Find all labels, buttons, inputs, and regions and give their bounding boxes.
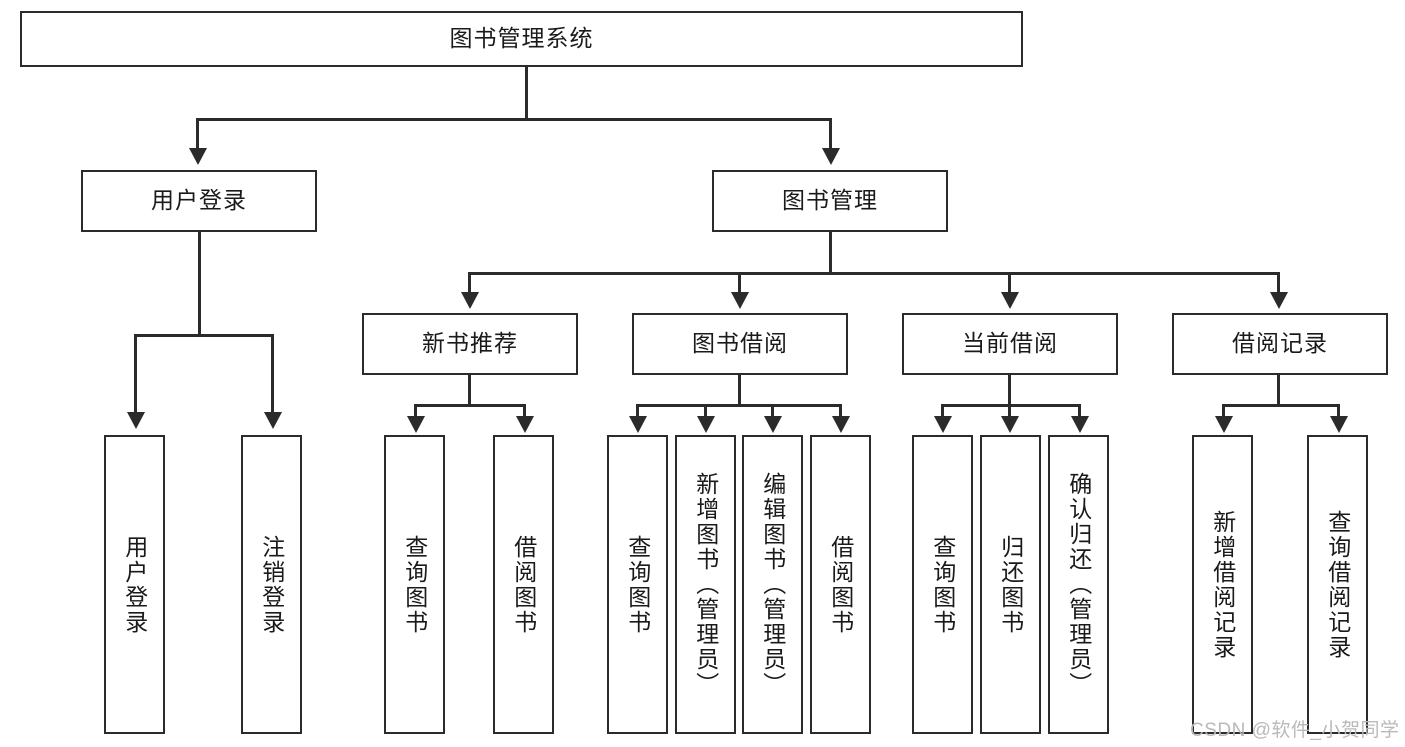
leaf-br-add-record[interactable]: 新增借阅记录: [1192, 435, 1253, 734]
arrow-book-manage: [822, 148, 840, 165]
arrow-new-book: [461, 292, 479, 309]
arrow-leaf-user-login: [127, 412, 145, 429]
leaf-bb-add-book[interactable]: 新增图书（管理员）: [675, 435, 736, 734]
edge-drop-book-borrow: [738, 272, 741, 294]
edge-drop-borrow-record: [1277, 272, 1280, 294]
leaf-nb-borrow-book[interactable]: 借阅图书: [493, 435, 554, 734]
node-label: 查询借阅记录: [1324, 509, 1351, 660]
node-current-borrow[interactable]: 当前借阅: [902, 313, 1118, 375]
node-label: 用户登录: [151, 187, 247, 214]
arrow-cb-confirm: [1071, 416, 1089, 433]
leaf-bb-borrow-book[interactable]: 借阅图书: [810, 435, 871, 734]
node-label: 确认归还（管理员）: [1065, 472, 1092, 697]
leaf-bb-query-book[interactable]: 查询图书: [607, 435, 668, 734]
node-book-manage[interactable]: 图书管理: [712, 170, 948, 232]
edge-drop-bb-add: [704, 404, 707, 418]
arrow-nb-borrow: [516, 416, 534, 433]
node-label: 新书推荐: [422, 330, 518, 357]
edge-drop-bb-edit: [771, 404, 774, 418]
leaf-nb-query-book[interactable]: 查询图书: [384, 435, 445, 734]
node-label: 用户登录: [121, 534, 148, 635]
edge-drop-current-borrow: [1008, 272, 1011, 294]
arrow-br-query: [1330, 416, 1348, 433]
edge-root-bus: [196, 118, 832, 121]
arrow-bb-edit: [764, 416, 782, 433]
edge-book-borrow-stem: [738, 375, 741, 407]
node-label: 图书借阅: [692, 330, 788, 357]
watermark-text: CSDN @软件_小贺同学: [1190, 720, 1400, 741]
node-label: 查询图书: [624, 534, 651, 635]
leaf-user-login[interactable]: 用户登录: [104, 435, 165, 734]
edge-drop-book-manage: [829, 118, 832, 150]
edge-user-login-stem: [198, 232, 201, 337]
node-label: 查询图书: [401, 534, 428, 635]
edge-drop-cb-query: [941, 404, 944, 418]
edge-current-borrow-bus: [941, 404, 1081, 407]
node-label: 借阅记录: [1232, 330, 1328, 357]
edge-drop-bb-borrow: [839, 404, 842, 418]
arrow-current-borrow: [1001, 292, 1019, 309]
edge-drop-user-login: [196, 118, 199, 150]
arrow-bb-query: [629, 416, 647, 433]
edge-current-borrow-stem: [1008, 375, 1011, 407]
edge-borrow-record-stem: [1277, 375, 1280, 407]
leaf-br-query-record[interactable]: 查询借阅记录: [1307, 435, 1368, 734]
edge-book-manage-stem: [829, 232, 832, 274]
edge-root-stem: [525, 67, 528, 119]
node-label: 归还图书: [997, 534, 1024, 635]
edge-drop-nb-borrow: [523, 404, 526, 418]
node-label: 当前借阅: [962, 330, 1058, 357]
edge-new-book-stem: [468, 375, 471, 407]
node-new-book-recommend[interactable]: 新书推荐: [362, 313, 578, 375]
leaf-bb-edit-book[interactable]: 编辑图书（管理员）: [742, 435, 803, 734]
leaf-cb-query-book[interactable]: 查询图书: [912, 435, 973, 734]
node-label: 编辑图书（管理员）: [759, 472, 786, 697]
node-label: 借阅图书: [510, 534, 537, 635]
edge-drop-leaf-user-login: [134, 334, 137, 414]
node-label: 图书管理系统: [449, 25, 594, 52]
arrow-borrow-record: [1270, 292, 1288, 309]
arrow-leaf-logout: [264, 412, 282, 429]
node-label: 图书管理: [782, 187, 878, 214]
node-user-login[interactable]: 用户登录: [81, 170, 317, 232]
node-label: 新增借阅记录: [1209, 509, 1236, 660]
edge-drop-cb-confirm: [1078, 404, 1081, 418]
edge-drop-br-query: [1337, 404, 1340, 418]
edge-drop-bb-query: [636, 404, 639, 418]
arrow-cb-query: [934, 416, 952, 433]
edge-user-login-bus: [134, 334, 274, 337]
leaf-logout[interactable]: 注销登录: [241, 435, 302, 734]
edge-drop-cb-return: [1008, 404, 1011, 418]
arrow-nb-query: [407, 416, 425, 433]
edge-drop-br-add: [1222, 404, 1225, 418]
node-label: 借阅图书: [827, 534, 854, 635]
arrow-cb-return: [1001, 416, 1019, 433]
edge-drop-new-book: [468, 272, 471, 294]
node-borrow-record[interactable]: 借阅记录: [1172, 313, 1388, 375]
edge-level3-bus: [468, 272, 1280, 275]
edge-book-borrow-bus: [636, 404, 842, 407]
arrow-book-borrow: [731, 292, 749, 309]
node-root-system[interactable]: 图书管理系统: [20, 11, 1023, 67]
node-label: 注销登录: [258, 534, 285, 635]
edge-drop-leaf-logout: [271, 334, 274, 414]
node-label: 查询图书: [929, 534, 956, 635]
arrow-br-add: [1215, 416, 1233, 433]
arrow-user-login: [189, 148, 207, 165]
edge-drop-nb-query: [414, 404, 417, 418]
node-label: 新增图书（管理员）: [692, 472, 719, 697]
arrow-bb-add: [697, 416, 715, 433]
edge-borrow-record-bus: [1222, 404, 1340, 407]
leaf-cb-confirm-return[interactable]: 确认归还（管理员）: [1048, 435, 1109, 734]
node-book-borrow[interactable]: 图书借阅: [632, 313, 848, 375]
edge-new-book-bus: [414, 404, 526, 407]
leaf-cb-return-book[interactable]: 归还图书: [980, 435, 1041, 734]
arrow-bb-borrow: [832, 416, 850, 433]
